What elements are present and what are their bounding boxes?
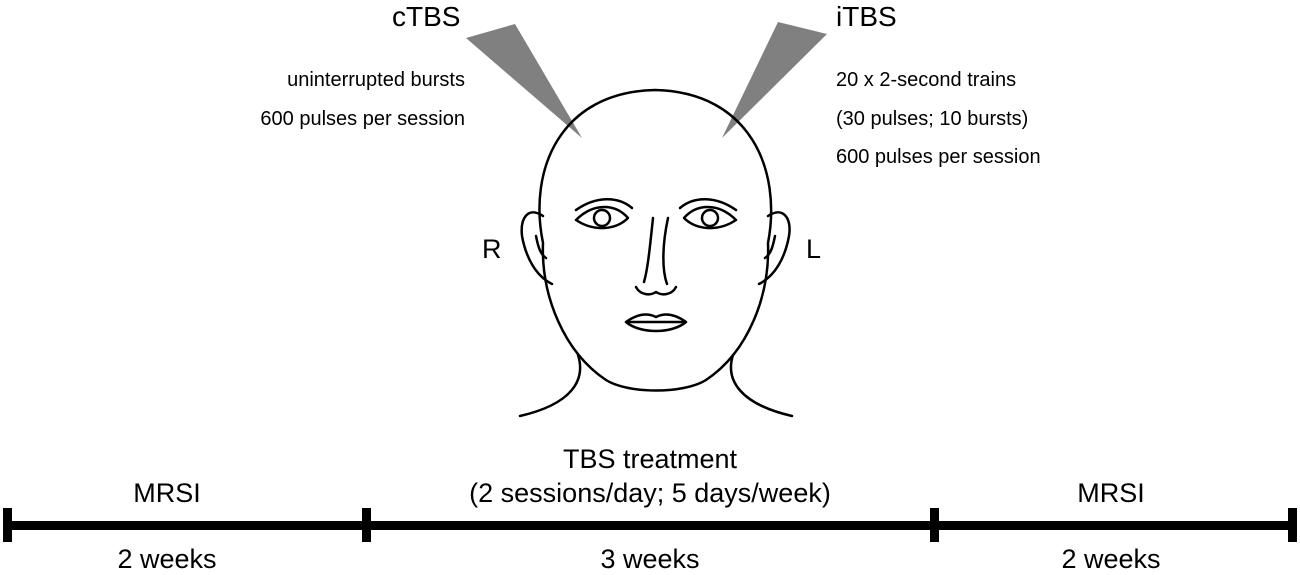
head-icon (518, 88, 794, 418)
itbs-line-1: 20 x 2-second trains (836, 69, 1017, 91)
itbs-line-2: (30 pulses; 10 bursts) (836, 108, 1029, 130)
phase-1-duration: 2 weeks (117, 544, 217, 574)
phase-1-label: MRSI (133, 478, 201, 508)
phase-2-sublabel: (2 sessions/day; 5 days/week) (469, 478, 831, 508)
ctbs-coil-icon (466, 24, 582, 138)
timeline-axis (3, 508, 1297, 542)
side-label-right: R (482, 234, 502, 264)
itbs-coil-icon (722, 22, 827, 138)
side-label-left: L (806, 234, 822, 264)
itbs-title: iTBS (836, 1, 897, 32)
ctbs-line-1: uninterrupted bursts (287, 69, 465, 91)
ctbs-line-2: 600 pulses per session (260, 108, 465, 130)
phase-2-label: TBS treatment (562, 444, 738, 474)
phase-3-duration: 2 weeks (1061, 544, 1161, 574)
ctbs-title: cTBS (392, 1, 461, 32)
itbs-line-3: 600 pulses per session (836, 146, 1041, 168)
phase-3-label: MRSI (1077, 478, 1145, 508)
phase-2-duration: 3 weeks (600, 544, 700, 574)
